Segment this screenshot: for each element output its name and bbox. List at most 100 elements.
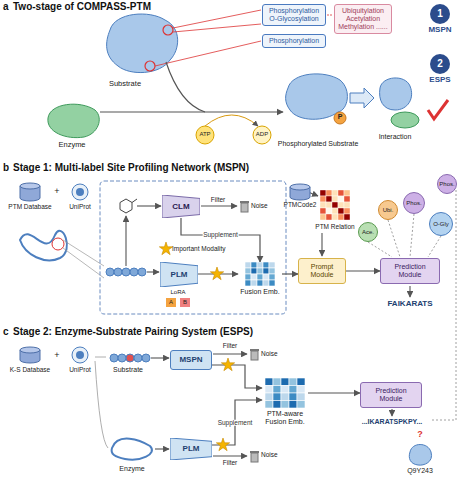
node-text: Prediction Module xyxy=(384,263,436,279)
protein-squiggle xyxy=(63,240,104,266)
trash-icon xyxy=(251,351,258,360)
enzyme-protein xyxy=(48,104,99,137)
figure-label: B xyxy=(183,299,187,306)
grid-cell xyxy=(289,401,297,409)
edge-label: Supplement xyxy=(202,232,239,239)
figure-label: ...IKARATSPKPY... xyxy=(362,418,423,426)
residue-beads xyxy=(106,268,146,276)
grid-cell xyxy=(263,274,269,280)
modality-star xyxy=(216,438,229,451)
trash-icon xyxy=(250,349,259,360)
interaction-arrow xyxy=(350,88,374,108)
heatmap-cell xyxy=(332,214,338,220)
atp-transfer xyxy=(205,115,258,126)
node-text: Prompt Module xyxy=(302,263,342,279)
trash-icon xyxy=(250,451,259,462)
model-block: PLM xyxy=(170,438,212,460)
site-marker xyxy=(145,61,155,71)
figure-label: Noise xyxy=(251,202,268,209)
atp-molecule xyxy=(196,126,214,144)
node-text: MSPN xyxy=(424,25,456,34)
embedding-grid-cells xyxy=(265,378,305,408)
grid-cell xyxy=(251,274,257,280)
badge-circle: 1 xyxy=(430,4,450,24)
database-icon xyxy=(20,183,40,201)
ptm-circle: O-Gly xyxy=(429,212,453,236)
residue-beads xyxy=(110,354,150,362)
site-leader xyxy=(155,41,261,66)
figure-label: LoRA xyxy=(170,289,185,296)
figure-label: Stage 1: Multi-label Site Profiling Netw… xyxy=(13,162,249,174)
flow-arrow xyxy=(213,353,247,354)
node-text: PLM xyxy=(183,444,200,453)
ptm-type-box: Ubiquitylation Acetylation Methylation .… xyxy=(334,4,392,34)
residue-beads xyxy=(118,354,126,362)
figure-label: + xyxy=(54,186,59,196)
heatmap-cell xyxy=(338,190,344,196)
heatmap-cell xyxy=(344,190,350,196)
grid-cell xyxy=(281,393,289,401)
grid-cell xyxy=(289,386,297,394)
residue-beads xyxy=(138,268,146,276)
residue-beads xyxy=(126,354,134,362)
figure-label: UniProt xyxy=(69,366,91,373)
trash-icon xyxy=(241,203,248,212)
grid-cell xyxy=(273,378,281,386)
grid-cell xyxy=(263,280,269,286)
figure-label: b xyxy=(3,162,9,174)
figure-label: Filter xyxy=(223,459,237,466)
database-icon xyxy=(20,183,40,189)
trapezoid-shape xyxy=(162,195,200,218)
uniprot-icon xyxy=(72,184,88,200)
grid-cell xyxy=(265,393,273,401)
source-bracket xyxy=(95,357,108,448)
figure-label: PTM Relation xyxy=(315,223,354,230)
residue-beads xyxy=(114,268,122,276)
heatmap-cell xyxy=(338,196,344,202)
flow-connector xyxy=(308,392,360,393)
database-icon xyxy=(290,184,310,200)
figure-label: A xyxy=(169,299,173,306)
node-text: Phosphorylation xyxy=(269,37,319,45)
molecule-icon xyxy=(120,199,137,213)
flow-arrow xyxy=(201,205,237,206)
phosphorylated-substrate xyxy=(286,74,348,124)
trapezoid-shape xyxy=(170,438,212,460)
uniprot-icon xyxy=(76,188,84,196)
target-protein xyxy=(409,445,431,466)
heatmap-cell xyxy=(320,196,326,202)
grid-cell xyxy=(265,401,273,409)
node-text: Ubi. xyxy=(383,207,394,214)
modality-star xyxy=(221,358,234,371)
flow-arrow xyxy=(151,357,169,358)
grid-cell xyxy=(297,378,305,386)
figure-label: Noise xyxy=(261,350,278,357)
grid-cell xyxy=(273,393,281,401)
grid-cell xyxy=(281,386,289,394)
embedding-grid-cells xyxy=(245,262,275,286)
source-bracket xyxy=(95,361,108,448)
grid-cell xyxy=(273,401,281,409)
flow-arrow xyxy=(409,286,410,297)
heatmap-cell xyxy=(326,208,332,214)
node-text: PTM-aware Fusion Emb. xyxy=(262,410,308,426)
figure-label: K-S Database xyxy=(10,366,50,373)
node-text: CLM xyxy=(172,202,189,211)
node-text: MSPN xyxy=(179,355,202,364)
protein-squiggle xyxy=(52,238,64,250)
flow-arrow xyxy=(147,271,159,272)
embedding-grid: PTM-aware Fusion Emb. xyxy=(262,378,308,426)
figure-label: Q9Y243 xyxy=(407,467,433,475)
residue-beads xyxy=(106,268,114,276)
flow-connector xyxy=(282,273,298,274)
figure-label: Enzyme xyxy=(119,465,144,473)
edge-label: Supplement xyxy=(217,419,254,426)
atp-molecule xyxy=(196,126,214,144)
enzyme-squiggle xyxy=(112,439,152,460)
complex xyxy=(391,112,419,128)
residue-beads xyxy=(130,268,138,276)
grid-cell xyxy=(269,268,275,274)
figure-label: P xyxy=(338,113,343,121)
